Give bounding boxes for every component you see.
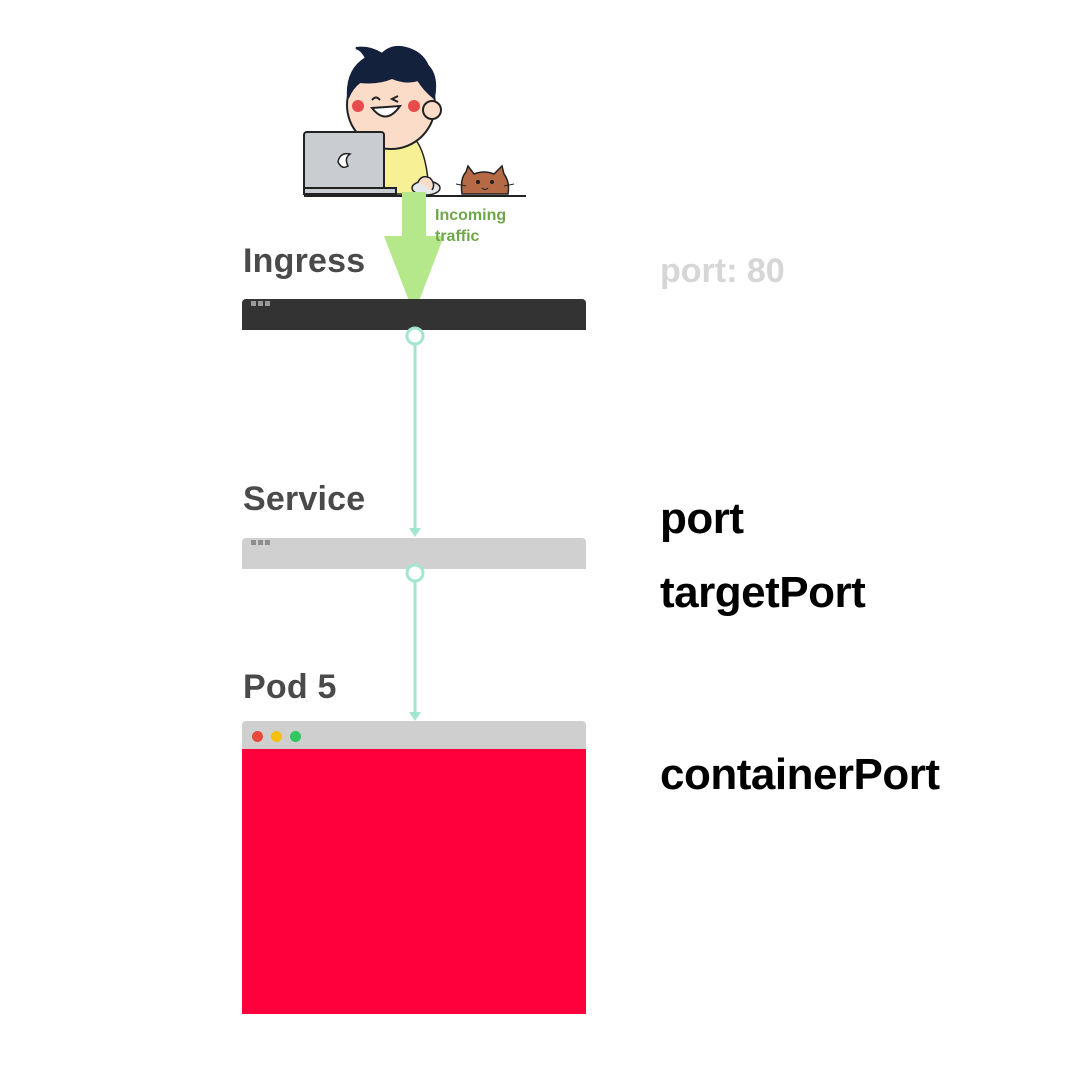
minimize-dot-icon	[271, 731, 282, 742]
connector-lines	[405, 326, 425, 721]
ingress-bar	[242, 299, 586, 330]
incoming-traffic-line2: traffic	[435, 228, 480, 245]
ingress-bar-handle	[251, 301, 270, 306]
ingress-label: Ingress	[243, 242, 366, 280]
close-dot-icon	[252, 731, 263, 742]
cat-icon	[455, 164, 515, 195]
incoming-traffic-line1: Incoming	[435, 207, 507, 224]
pod-body	[242, 749, 586, 1014]
pod-container-port-label: containerPort	[660, 750, 940, 799]
maximize-dot-icon	[290, 731, 301, 742]
service-label: Service	[243, 480, 366, 518]
incoming-traffic-label: Incoming traffic	[435, 205, 506, 247]
pod-label: Pod 5	[243, 668, 337, 706]
developer-with-laptop-icon	[303, 45, 526, 197]
arrow-down-icon	[384, 192, 444, 314]
ingress-port-label: port: 80	[660, 252, 785, 290]
ingress-port-node	[405, 326, 425, 346]
service-target-port-label: targetPort	[660, 568, 866, 617]
service-bar-handle	[251, 540, 270, 545]
pod-titlebar	[242, 721, 586, 749]
pod-window	[242, 721, 586, 1014]
service-port-label: port	[660, 494, 744, 543]
service-target-port-node	[405, 563, 425, 583]
